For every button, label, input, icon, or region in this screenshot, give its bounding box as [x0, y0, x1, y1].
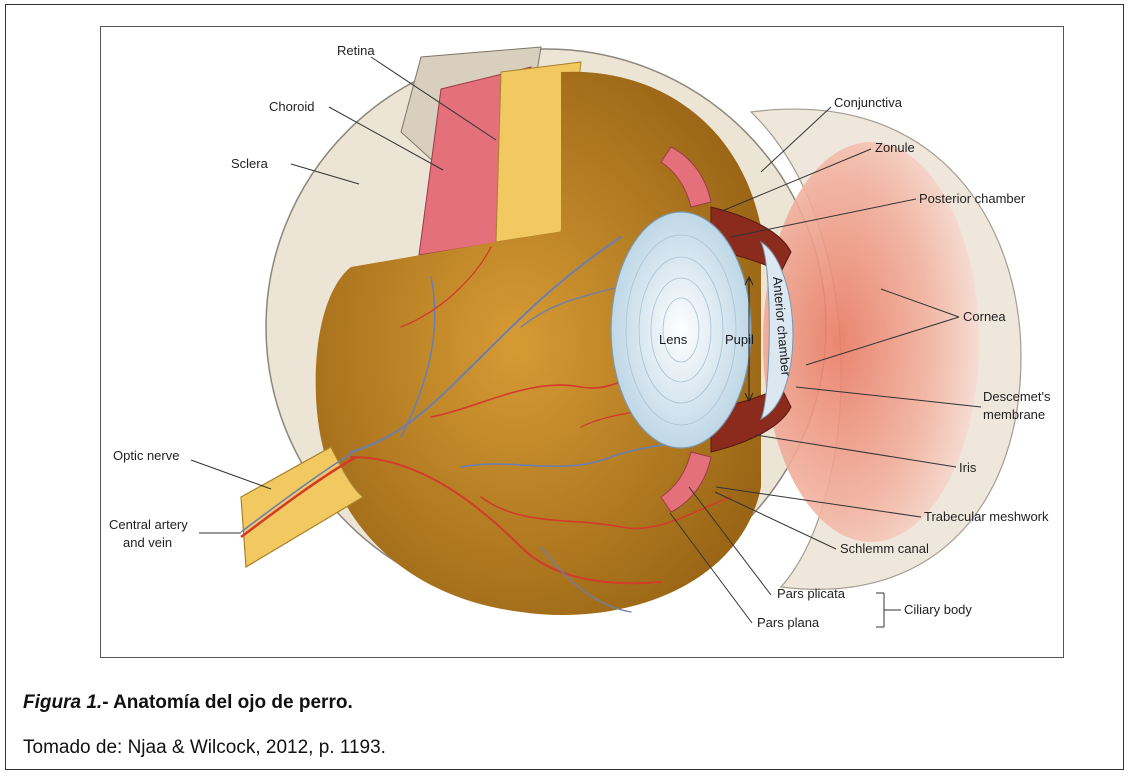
label-retina: Retina [337, 43, 375, 58]
label-descemet-2: membrane [983, 407, 1045, 422]
figure-source: Tomado de: Njaa & Wilcock, 2012, p. 1193… [23, 737, 386, 759]
label-cornea: Cornea [963, 309, 1006, 324]
label-zonule: Zonule [875, 140, 915, 155]
figure-title: - Anatomía del ojo de perro. [102, 692, 353, 713]
label-optic-nerve: Optic nerve [113, 448, 179, 463]
lens-shape [611, 212, 751, 448]
label-schlemm-canal: Schlemm canal [840, 541, 929, 556]
figure-number: Figura 1. [23, 692, 102, 713]
label-iris: Iris [959, 460, 977, 475]
page-border: Lens Pupil Anterior chamber [5, 4, 1124, 770]
label-lens: Lens [659, 332, 688, 347]
label-choroid: Choroid [269, 99, 315, 114]
eye-anatomy-diagram: Lens Pupil Anterior chamber [101, 27, 1063, 657]
label-trabecular-meshwork: Trabecular meshwork [924, 509, 1049, 524]
label-pupil: Pupil [725, 332, 754, 347]
label-ciliary-body: Ciliary body [904, 602, 972, 617]
label-posterior-chamber: Posterior chamber [919, 191, 1026, 206]
figure-frame: Lens Pupil Anterior chamber [100, 26, 1064, 658]
label-descemet-1: Descemet's [983, 389, 1051, 404]
label-pars-plana: Pars plana [757, 615, 820, 630]
label-conjunctiva: Conjunctiva [834, 95, 903, 110]
figure-caption: Figura 1.- Anatomía del ojo de perro. [23, 692, 353, 714]
label-sclera: Sclera [231, 156, 269, 171]
label-central-artery-1: Central artery [109, 517, 188, 532]
label-central-artery-2: and vein [123, 535, 172, 550]
label-pars-plicata: Pars plicata [777, 586, 846, 601]
